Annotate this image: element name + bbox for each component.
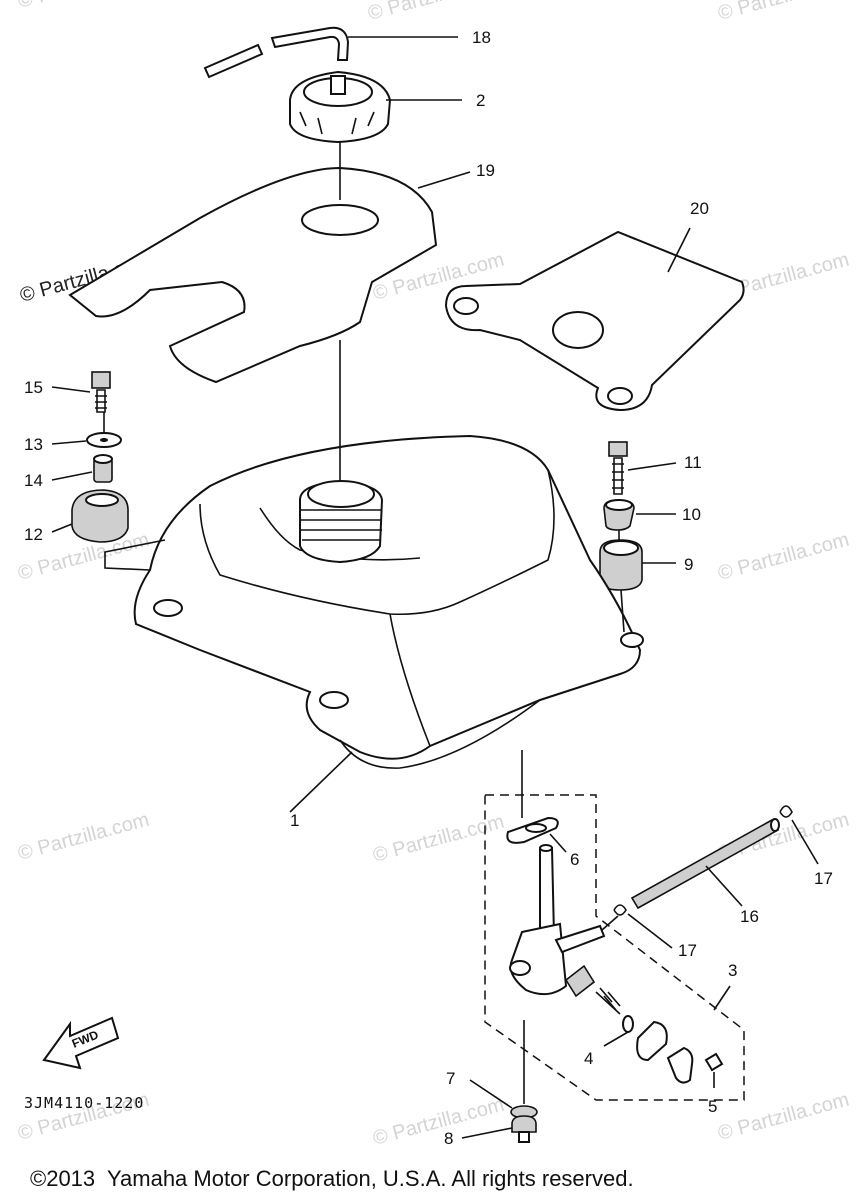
callout-16[interactable]: 16 xyxy=(740,907,759,926)
part-fuel-tank[interactable] xyxy=(133,434,644,769)
callout-2[interactable]: 2 xyxy=(476,91,485,110)
callout-8[interactable]: 8 xyxy=(444,1129,453,1148)
callout-15[interactable]: 15 xyxy=(24,378,43,397)
part-valve-internals[interactable] xyxy=(564,964,724,1084)
part-bolt-15[interactable] xyxy=(91,371,111,413)
part-washer-13[interactable] xyxy=(86,432,122,448)
part-screw-8[interactable] xyxy=(511,1115,537,1143)
callout-19[interactable]: 19 xyxy=(476,161,495,180)
callout-18[interactable]: 18 xyxy=(472,28,491,47)
part-fuel-cap[interactable] xyxy=(289,70,392,144)
part-bolt-11[interactable] xyxy=(608,441,628,495)
part-gasket-6[interactable] xyxy=(506,816,559,844)
part-damper-9[interactable] xyxy=(599,539,643,591)
part-gasket-plate[interactable] xyxy=(444,230,745,412)
watermark: © Partzilla.com xyxy=(716,0,852,25)
callout-6[interactable]: 6 xyxy=(570,850,579,869)
callout-5[interactable]: 5 xyxy=(708,1097,717,1116)
callout-17b[interactable]: 17 xyxy=(814,869,833,888)
callout-17a[interactable]: 17 xyxy=(678,941,697,960)
watermark: © Partzilla.com xyxy=(366,0,502,25)
part-collar-14[interactable] xyxy=(93,454,113,483)
callout-4[interactable]: 4 xyxy=(584,1049,593,1068)
part-clamp-17a[interactable] xyxy=(613,904,627,916)
part-vent-hose[interactable] xyxy=(203,26,350,79)
part-collar-10[interactable] xyxy=(603,499,635,531)
watermark: © Partzilla.com xyxy=(16,809,152,865)
callout-9[interactable]: 9 xyxy=(684,555,693,574)
callout-13[interactable]: 13 xyxy=(24,435,43,454)
part-fuel-hose[interactable] xyxy=(630,818,780,910)
part-clamp-17b[interactable] xyxy=(779,805,793,818)
callout-20[interactable]: 20 xyxy=(690,199,709,218)
callout-1[interactable]: 1 xyxy=(290,811,299,830)
part-fuel-cock[interactable] xyxy=(509,844,606,996)
copyright-notice: ©2013 Yamaha Motor Corporation, U.S.A. A… xyxy=(30,1166,634,1191)
callout-10[interactable]: 10 xyxy=(682,505,701,524)
fwd-arrow-icon: FWD xyxy=(42,1016,120,1070)
part-tank-pad[interactable] xyxy=(68,166,438,384)
watermark: © Partzilla.com xyxy=(716,1089,852,1145)
callout-14[interactable]: 14 xyxy=(24,471,43,490)
watermark: © Partzilla.com xyxy=(371,811,507,867)
diagram-code: 3JM4110-1220 xyxy=(24,1094,144,1112)
callout-7[interactable]: 7 xyxy=(446,1069,455,1088)
part-damper-12[interactable] xyxy=(71,489,129,543)
callout-11[interactable]: 11 xyxy=(684,453,702,472)
watermark: © Partzilla.com xyxy=(16,0,152,13)
watermark: © Partzilla.com xyxy=(716,809,852,865)
callout-12[interactable]: 12 xyxy=(24,525,43,544)
part-3-assembly-outline xyxy=(484,794,745,1101)
watermark: © Partzilla.com xyxy=(716,529,852,585)
callout-3[interactable]: 3 xyxy=(728,961,737,980)
watermark: © Partzilla.com xyxy=(371,1094,507,1150)
